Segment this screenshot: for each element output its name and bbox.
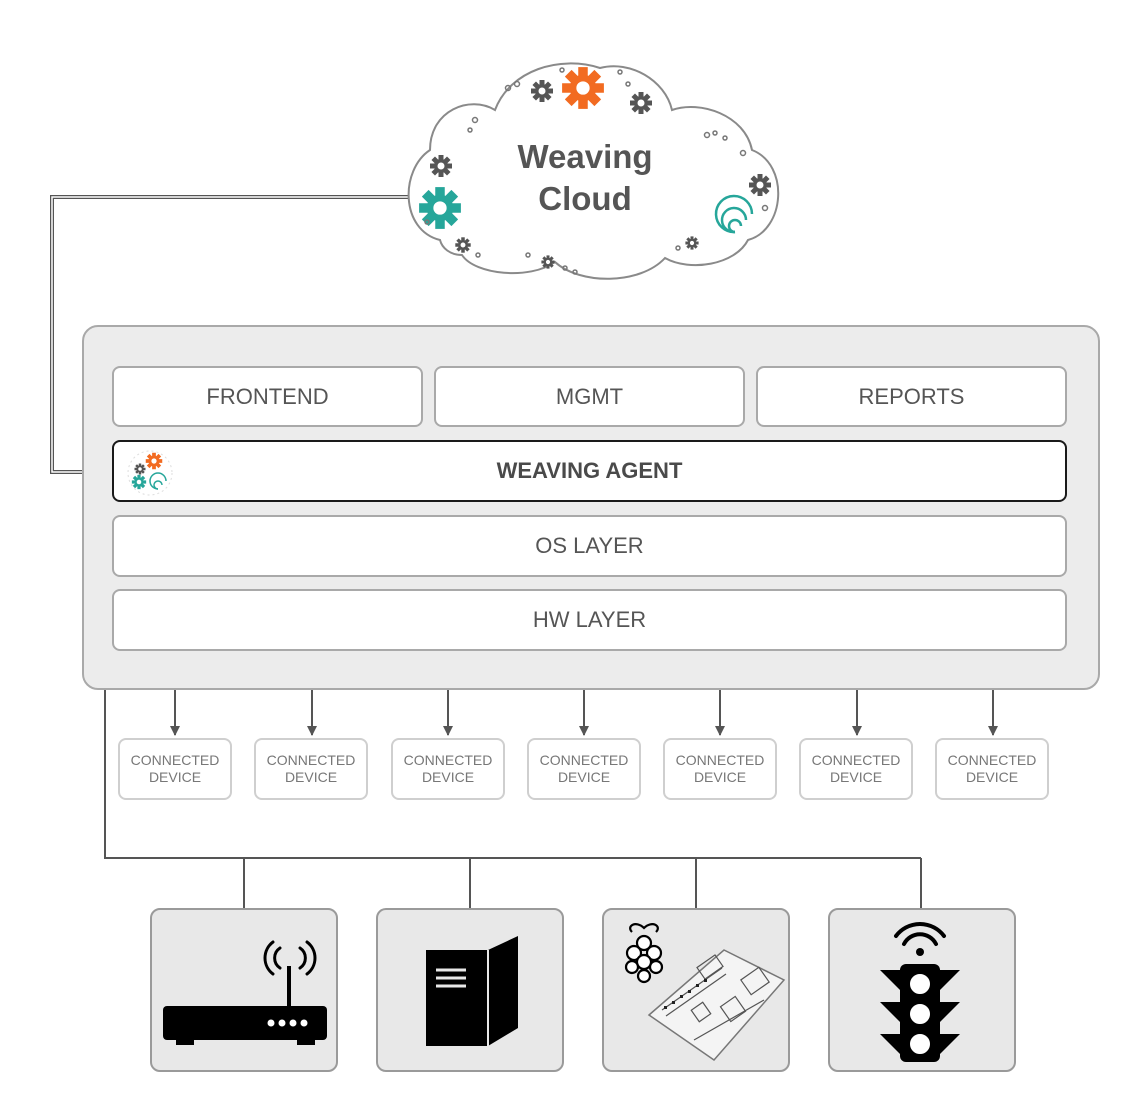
connected-device[interactable]: CONNECTED DEVICE xyxy=(527,738,641,800)
connected-device[interactable]: CONNECTED DEVICE xyxy=(391,738,505,800)
cloud-icon xyxy=(407,62,780,280)
os-layer-box[interactable]: OS LAYER xyxy=(112,515,1067,577)
connected-device[interactable]: CONNECTED DEVICE xyxy=(799,738,913,800)
hardware-bus xyxy=(104,690,921,859)
raspberry-pi-board-icon xyxy=(624,923,786,1061)
frontend-label: FRONTEND xyxy=(206,383,329,409)
connected-device[interactable]: CONNECTED DEVICE xyxy=(118,738,232,800)
connected-device-line1: CONNECTED xyxy=(266,752,356,768)
connected-device-line2: DEVICE xyxy=(557,769,611,785)
cloud-title-line1: Weaving xyxy=(517,138,653,175)
weaving-agent-box[interactable]: WEAVING AGENT xyxy=(112,440,1067,502)
hardware-raspberry-pi-tile[interactable] xyxy=(602,908,790,1072)
connected-device-line2: DEVICE xyxy=(421,769,475,785)
os-layer-label: OS LAYER xyxy=(535,533,644,558)
connected-device-line2: DEVICE xyxy=(693,769,747,785)
cloud-title-line2: Cloud xyxy=(538,180,632,217)
server-tower-icon xyxy=(426,936,518,1046)
hw-layer-box[interactable]: HW LAYER xyxy=(112,589,1067,651)
weaving-agent-logo-icon xyxy=(127,450,173,496)
connected-device-line1: CONNECTED xyxy=(811,752,901,768)
traffic-light-icon xyxy=(880,922,960,1062)
connected-device[interactable]: CONNECTED DEVICE xyxy=(935,738,1049,800)
weaving-agent-label: WEAVING AGENT xyxy=(496,458,683,483)
connected-device-line1: CONNECTED xyxy=(947,752,1037,768)
hardware-router-tile[interactable] xyxy=(150,908,338,1072)
connected-device-line1: CONNECTED xyxy=(130,752,220,768)
connected-device-line1: CONNECTED xyxy=(539,752,629,768)
connected-device-line2: DEVICE xyxy=(284,769,338,785)
hardware-server-tile[interactable] xyxy=(376,908,564,1072)
frontend-box[interactable]: FRONTEND xyxy=(112,366,423,427)
hw-layer-label: HW LAYER xyxy=(532,607,647,632)
connected-device-line2: DEVICE xyxy=(965,769,1019,785)
cloud-title: Weaving Cloud xyxy=(470,136,700,220)
connected-device[interactable]: CONNECTED DEVICE xyxy=(254,738,368,800)
mgmt-label: MGMT xyxy=(555,383,624,409)
connected-device-line1: CONNECTED xyxy=(403,752,493,768)
connected-device-line1: CONNECTED xyxy=(675,752,765,768)
reports-box[interactable]: REPORTS xyxy=(756,366,1067,427)
wifi-router-icon xyxy=(163,940,327,1045)
connected-device-line2: DEVICE xyxy=(148,769,202,785)
hardware-traffic-light-tile[interactable] xyxy=(828,908,1016,1072)
connected-device[interactable]: CONNECTED DEVICE xyxy=(663,738,777,800)
connected-device-line2: DEVICE xyxy=(829,769,883,785)
mgmt-box[interactable]: MGMT xyxy=(434,366,745,427)
reports-label: REPORTS xyxy=(858,383,965,409)
